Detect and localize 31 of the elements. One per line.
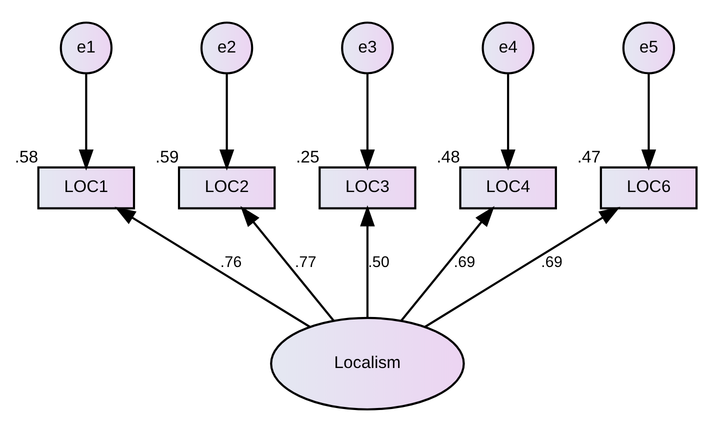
node-circle: e3 <box>341 22 394 74</box>
node-circle: e1 <box>60 22 113 74</box>
arrow <box>400 206 495 322</box>
arrow <box>360 205 375 318</box>
node-box: LOC2 <box>178 166 276 210</box>
node-box: LOC6 <box>600 166 698 210</box>
arrow <box>219 74 234 171</box>
arrow <box>500 74 516 171</box>
node-box: LOC3 <box>318 166 416 210</box>
arrow <box>424 206 620 328</box>
arrow <box>641 74 656 171</box>
node-label: .48 <box>436 148 460 167</box>
node-circle: e5 <box>622 22 676 74</box>
arrow <box>360 74 375 171</box>
node-circle: e2 <box>200 22 254 74</box>
node-ellipse: Localism <box>270 316 465 410</box>
node-label: .25 <box>296 148 320 167</box>
node-label: .58 <box>14 148 38 167</box>
edge-label: .69 <box>540 254 562 272</box>
arrow <box>240 206 334 322</box>
edge-label: .50 <box>368 254 390 272</box>
node-box: LOC4 <box>459 166 557 210</box>
edge-label: .76 <box>220 254 242 272</box>
node-label: .47 <box>577 148 601 167</box>
node-label: .59 <box>155 148 179 167</box>
edge-label: .69 <box>454 254 476 272</box>
node-box: LOC1 <box>37 166 136 210</box>
node-circle: e4 <box>482 22 534 74</box>
arrow <box>114 206 310 328</box>
edge-label: .77 <box>294 254 316 272</box>
arrow <box>78 74 94 171</box>
